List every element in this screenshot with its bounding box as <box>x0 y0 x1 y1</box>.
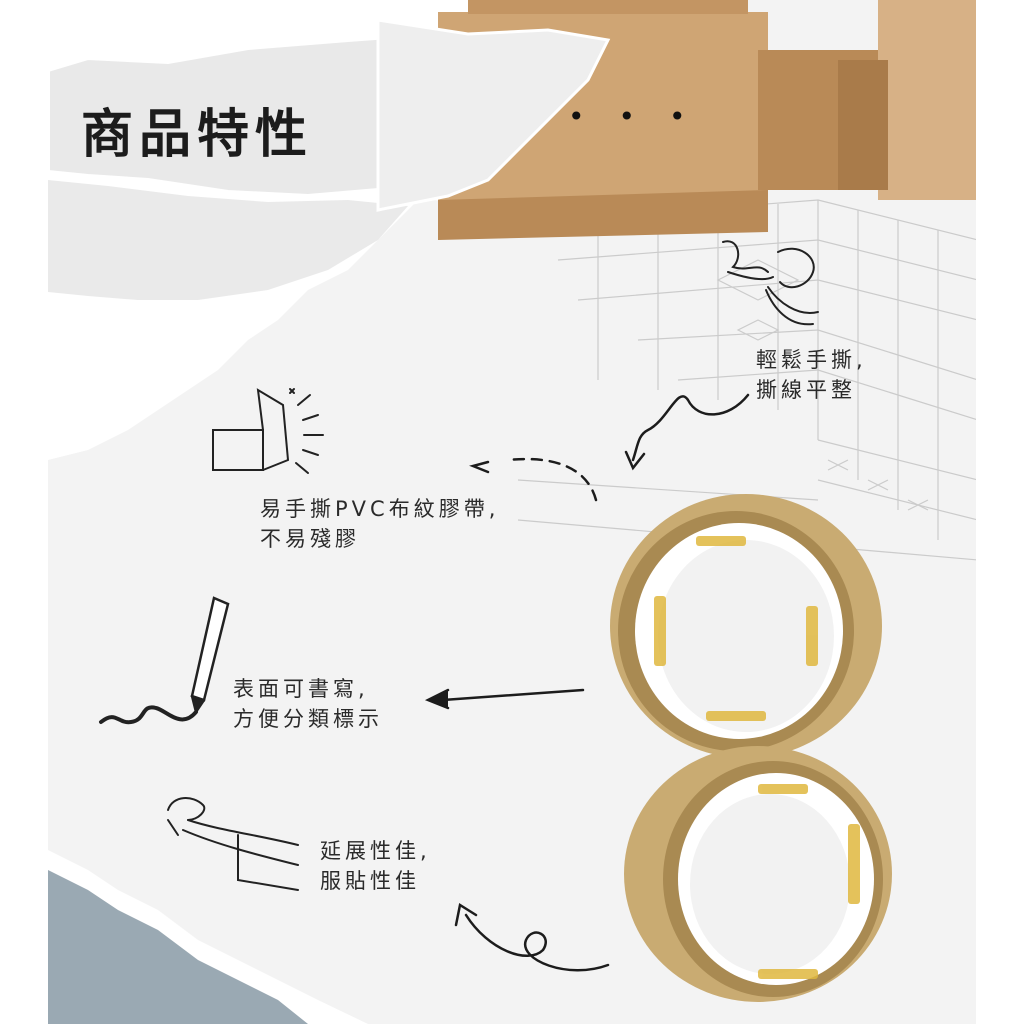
product-features-banner: 商品特性 ••• <box>48 0 976 1024</box>
arrow-head-icon <box>454 902 478 927</box>
torn-paper-bottom <box>48 850 368 1024</box>
tape-roll-top <box>610 494 882 758</box>
feature-line: 撕線平整 <box>756 378 856 402</box>
feature-writable: 表面可書寫, 方便分類標示 <box>233 674 383 734</box>
feature-easy-tear: 輕鬆手撕, 撕線平整 <box>756 345 867 405</box>
page-title: 商品特性 <box>81 104 314 165</box>
feature-line: 表面可書寫, <box>233 677 369 701</box>
feature-stretchable: 延展性佳, 服貼性佳 <box>320 836 431 896</box>
arrow-straight-icon <box>441 688 585 702</box>
feature-line: 延展性佳, <box>320 839 431 863</box>
feature-line: 服貼性佳 <box>320 869 420 893</box>
feature-line: 不易殘膠 <box>260 527 360 551</box>
torn-paper-edge <box>376 18 611 212</box>
feature-line: 輕鬆手撕, <box>756 348 867 372</box>
pen-writing-icon <box>99 596 230 725</box>
decorative-dots: ••• <box>568 100 720 133</box>
feature-line: 易手撕PVC布紋膠帶, <box>260 497 500 521</box>
feature-pvc-tape: 易手撕PVC布紋膠帶, 不易殘膠 <box>260 494 499 554</box>
tape-roll-bottom <box>624 746 892 1002</box>
hand-stretch-icon <box>167 797 299 891</box>
feature-line: 方便分類標示 <box>233 707 383 731</box>
arrow-curl-icon <box>464 913 610 972</box>
arrow-head-icon <box>424 688 450 710</box>
hands-tearing-icon <box>722 240 819 326</box>
peel-tape-icon <box>212 388 324 474</box>
